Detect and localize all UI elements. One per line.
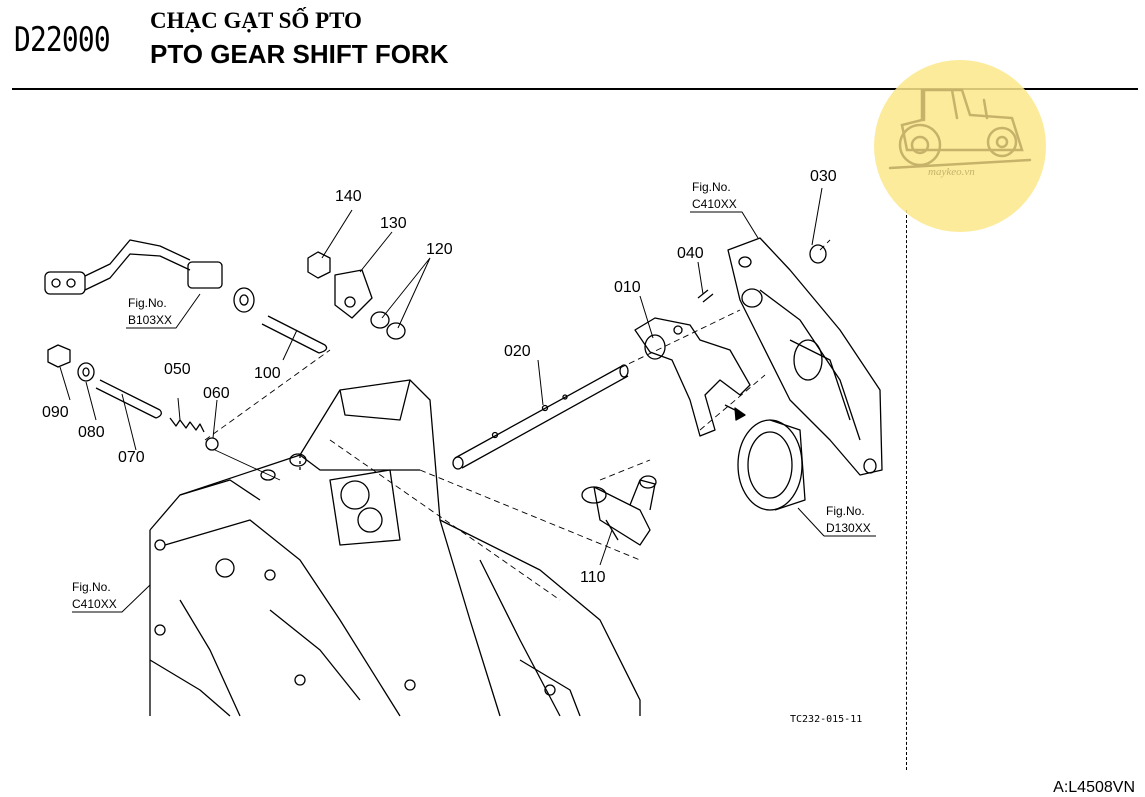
label-120: 120: [426, 241, 453, 258]
svg-text:maykeo.vn: maykeo.vn: [928, 166, 975, 178]
right-housing-bracket: [727, 237, 883, 476]
label-100: 100: [254, 365, 281, 382]
label-050: 050: [164, 361, 191, 378]
part-110-lever: [581, 475, 657, 546]
fig-label-c410-left: Fig.No.: [72, 580, 111, 594]
title-english: PTO GEAR SHIFT FORK: [150, 39, 449, 69]
divider-dashed-line: [906, 210, 907, 770]
fig-label-d130: Fig.No.: [826, 504, 865, 518]
detent-assembly: [47, 344, 331, 481]
drawing-code: TC232-015-11: [790, 714, 862, 725]
maykeo-logo: maykeo.vn: [862, 60, 1058, 232]
title-vietnamese: CHẠC GẠT SỐ PTO: [150, 8, 362, 33]
fig-label-c410-top: Fig.No.: [692, 180, 731, 194]
figref-d130[interactable]: D130XX: [826, 521, 871, 535]
label-090: 090: [42, 404, 69, 421]
pto-switch-harness: [44, 239, 255, 313]
figref-c410-left[interactable]: C410XX: [72, 597, 117, 611]
figref-c410-top[interactable]: C410XX: [692, 197, 737, 211]
plate-assembly: [307, 251, 406, 340]
page-footer-code: A:L4508VN: [1053, 779, 1135, 796]
pto-coupler-gear: [724, 404, 806, 511]
label-060: 060: [203, 385, 230, 402]
diagram-code: D22000: [14, 20, 111, 60]
label-040: 040: [677, 245, 704, 262]
label-130: 130: [380, 215, 407, 232]
label-140: 140: [335, 188, 362, 205]
label-080: 080: [78, 424, 105, 441]
part-020-shift-rod: [452, 364, 629, 470]
figref-b103[interactable]: B103XX: [128, 313, 172, 327]
transmission-housing: [149, 379, 641, 717]
label-010: 010: [614, 279, 641, 296]
part-100-pin: [261, 315, 328, 354]
label-110: 110: [580, 569, 606, 586]
fig-label-b103: Fig.No.: [128, 296, 167, 310]
tractor-icon: [888, 88, 1032, 170]
label-020: 020: [504, 343, 531, 360]
label-070: 070: [118, 449, 145, 466]
part-010-shift-fork: [634, 289, 751, 437]
label-030: 030: [810, 168, 837, 185]
header-rule: [12, 88, 1138, 90]
